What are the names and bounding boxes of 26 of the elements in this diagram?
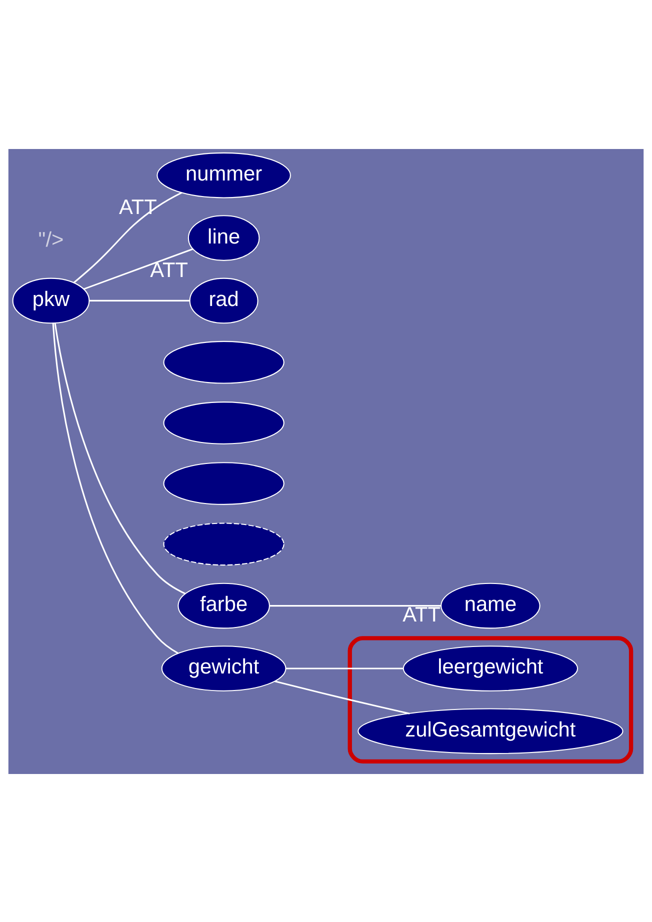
node-ellipse: nummer [156, 152, 291, 198]
node-label: ATT [150, 258, 188, 282]
node-label: ATT [119, 196, 157, 219]
connector [54, 322, 186, 594]
node-ellipse [163, 462, 284, 504]
node-ellipse: rad [189, 277, 258, 324]
node-ellipse: zulGesamtgewicht [358, 708, 624, 754]
node-ellipse: leergewicht [402, 645, 578, 691]
cluster [348, 636, 634, 764]
connector [90, 299, 190, 301]
connector [52, 322, 179, 654]
node-ellipse [163, 401, 284, 444]
connector [73, 191, 182, 283]
node-ellipse [163, 522, 284, 566]
connector [274, 680, 410, 714]
node-ellipse: pkw [12, 277, 90, 324]
label: "/> [38, 228, 64, 251]
connector [286, 667, 404, 669]
node-ellipse: line [188, 214, 260, 260]
node-ellipse: name [440, 582, 540, 628]
node-label: ATT [402, 603, 441, 626]
node-ellipse: farbe [178, 582, 270, 628]
connector [83, 248, 194, 290]
connector [270, 604, 441, 606]
node-ellipse: gewicht [161, 645, 286, 691]
node-ellipse [163, 340, 284, 384]
